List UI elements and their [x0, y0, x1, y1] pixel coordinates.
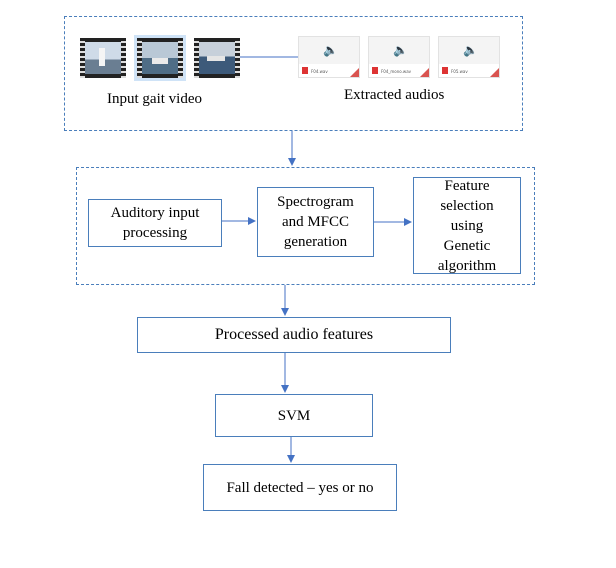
speaker-icon: 🔈: [323, 43, 338, 57]
speaker-icon: 🔈: [463, 43, 478, 57]
video-thumbnail-2: [134, 35, 186, 81]
svm-box: SVM: [215, 394, 373, 437]
input-gait-video-label: Input gait video: [107, 91, 202, 107]
video-audio-group: [64, 16, 523, 131]
speaker-icon: 🔈: [393, 43, 408, 57]
auditory-input-box: Auditory input processing: [88, 199, 222, 247]
processed-features-box: Processed audio features: [137, 317, 451, 353]
audio-file-icon: [442, 67, 448, 74]
audio-file-icon: [302, 67, 308, 74]
video-thumbnail-1: [80, 38, 126, 78]
fall-detected-box: Fall detected – yes or no: [203, 464, 397, 511]
processing-group: [76, 167, 535, 285]
audio-file-3: 🔈 F05.wav: [438, 36, 500, 78]
video-thumbnail-3: [194, 38, 240, 78]
audio-file-2: 🔈 F04_mono.wav: [368, 36, 430, 78]
spectrogram-mfcc-box: Spectrogram and MFCC generation: [257, 187, 374, 257]
extracted-audios-label: Extracted audios: [344, 87, 445, 103]
audio-file-1: 🔈 F04.wav: [298, 36, 360, 78]
audio-file-icon: [372, 67, 378, 74]
feature-selection-box: Feature selection using Genetic algorith…: [413, 177, 521, 274]
